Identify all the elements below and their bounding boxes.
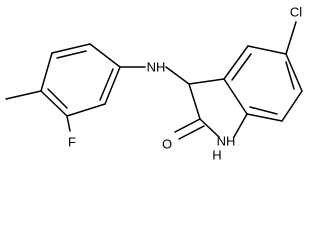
- lactam-ring: [188, 78, 248, 138]
- carbonyl-oxygen-label: O: [162, 137, 172, 152]
- lactam-h-label: H: [212, 148, 221, 163]
- amine-nh-label: NH: [147, 60, 166, 75]
- methyl-bond: [5, 90, 42, 100]
- amine-linkage-bonds: [119, 66, 190, 85]
- chemical-structure-diagram: Cl NH NH H O F: [5, 5, 303, 163]
- chlorine-bond: [285, 21, 297, 55]
- fluorine-bond: [66, 115, 71, 132]
- fluorine-atom-label: F: [68, 135, 76, 150]
- lactam-nh-label: NH: [217, 134, 236, 149]
- fused-benzene-ring: [223, 45, 303, 122]
- carbonyl-double-bond: [174, 118, 205, 140]
- chlorine-atom-label: Cl: [290, 5, 302, 20]
- fluoromethylphenyl-ring: [40, 43, 121, 117]
